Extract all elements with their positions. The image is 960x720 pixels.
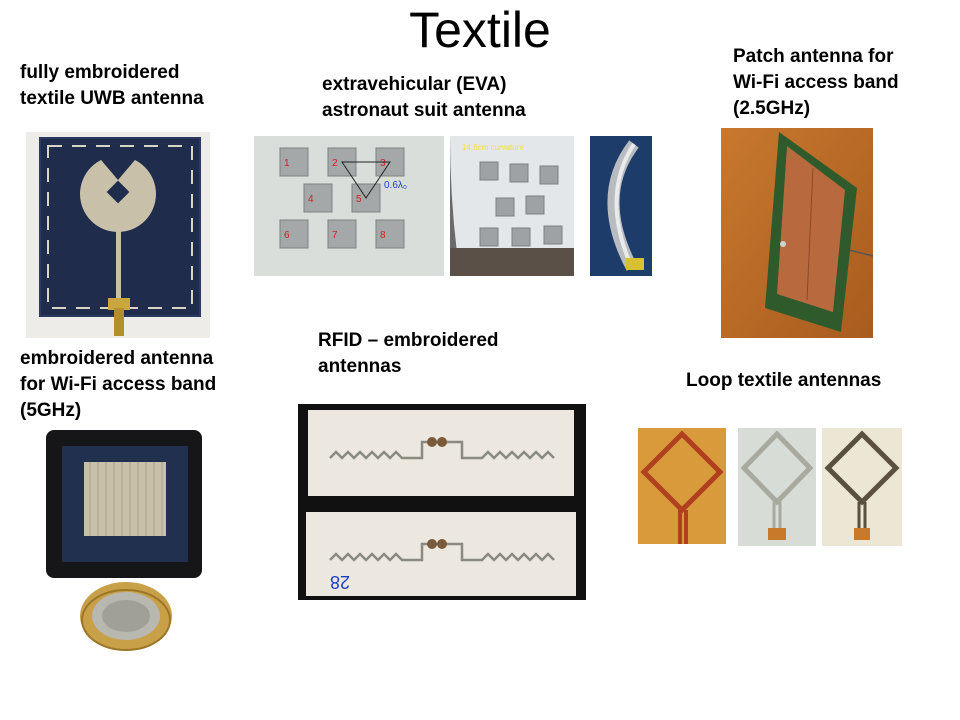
patch-antenna-photo — [721, 128, 873, 338]
eva-element-number: 5 — [356, 194, 362, 205]
eva-element-number: 8 — [380, 230, 386, 241]
caption-uwb-antenna: fully embroidered textile UWB antenna — [20, 60, 204, 112]
eva-array-flat-photo: 1 2 3 4 5 6 7 8 0.6λ₀ — [254, 136, 444, 276]
eva-array-element — [327, 219, 357, 249]
caption-line: for Wi-Fi access band — [20, 374, 217, 395]
caption-rfid-antennas: RFID – embroidered antennas — [318, 328, 499, 380]
eva-element-number: 4 — [308, 194, 314, 205]
caption-line: RFID – embroidered — [318, 330, 499, 351]
caption-line: textile UWB antenna — [20, 88, 204, 109]
caption-line: Patch antenna for — [733, 46, 894, 67]
eva-spacing-label: 0.6λ₀ — [384, 180, 407, 191]
rfid-antennas-photo: 28 — [298, 404, 586, 600]
caption-line: antennas — [318, 356, 402, 377]
caption-line: astronaut suit antenna — [322, 100, 526, 121]
eva-array-element — [279, 147, 309, 177]
eva-element-number: 3 — [380, 158, 386, 169]
eva-element-number: 7 — [332, 230, 338, 241]
eva-spacing-triangle — [341, 161, 391, 199]
eva-array-element — [303, 183, 333, 213]
eva-element-number: 6 — [284, 230, 290, 241]
slide-title: Textile — [409, 2, 551, 58]
eva-array-element — [375, 219, 405, 249]
caption-line: (2.5GHz) — [733, 98, 811, 119]
caption-line: Loop textile antennas — [686, 370, 882, 391]
caption-line: Wi-Fi access band — [733, 72, 899, 93]
curvature-label: 14.6cm curvature — [462, 143, 524, 152]
caption-wifi-5ghz-antenna: embroidered antenna for Wi-Fi access ban… — [20, 346, 216, 424]
caption-line: fully embroidered — [20, 62, 180, 83]
eva-array-curved-photo: 14.6cm curvature — [450, 136, 574, 276]
uwb-antenna-photo — [26, 132, 210, 338]
caption-line: (5GHz) — [20, 400, 82, 421]
caption-patch-antenna: Patch antenna for Wi-Fi access band (2.5… — [733, 44, 899, 122]
loop-antenna-copper-photo — [638, 428, 726, 544]
caption-eva-antenna: extravehicular (EVA) astronaut suit ante… — [322, 72, 526, 124]
loop-antenna-dark-photo — [822, 428, 902, 546]
eva-array-element — [279, 219, 309, 249]
eva-element-number: 2 — [332, 158, 338, 169]
eva-bent-antenna-photo — [590, 136, 652, 276]
eva-element-number: 1 — [284, 158, 290, 169]
caption-line: embroidered antenna — [20, 348, 214, 369]
loop-antenna-embroidered-photo — [738, 428, 816, 546]
wifi-5ghz-antenna-photo — [44, 428, 208, 666]
caption-line: extravehicular (EVA) — [322, 74, 507, 95]
caption-loop-antennas: Loop textile antennas — [686, 368, 881, 394]
rfid-handwritten-mark: 28 — [330, 572, 350, 592]
